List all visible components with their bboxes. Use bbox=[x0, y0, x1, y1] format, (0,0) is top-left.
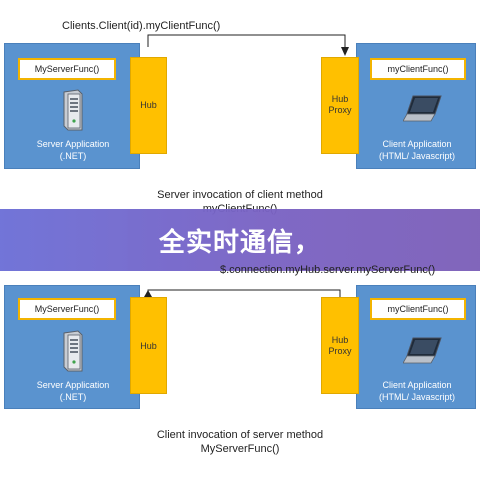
bottom-arrow bbox=[144, 289, 341, 297]
top-server-label-line1: Server Application bbox=[36, 139, 110, 149]
bottom-caption: Client invocation of server method MySer… bbox=[100, 428, 380, 456]
top-client-label: Client Application (HTML/ Javascript) bbox=[357, 138, 477, 162]
bottom-hub-bar bbox=[130, 297, 167, 394]
top-server-func-label: MyServerFunc() bbox=[34, 64, 100, 74]
top-proxy-label: Hub Proxy bbox=[321, 94, 359, 116]
bottom-proxy-label: Hub Proxy bbox=[321, 335, 359, 357]
laptop-icon bbox=[403, 95, 442, 122]
top-proxy-bar bbox=[321, 57, 359, 154]
top-hub-label: Hub bbox=[140, 100, 157, 110]
bottom-client-label: Client Application (HTML/ Javascript) bbox=[357, 379, 477, 403]
top-server-panel: MyServerFunc() Server Application (.NET) bbox=[4, 43, 140, 169]
top-client-func-label: myClientFunc() bbox=[387, 64, 449, 74]
bottom-caption-line1: Client invocation of server method bbox=[156, 429, 324, 441]
bottom-proxy-label-line2: Proxy bbox=[328, 346, 352, 356]
server-tower-icon bbox=[63, 330, 83, 372]
bottom-client-func-label: myClientFunc() bbox=[387, 304, 449, 314]
top-proxy-label-line1: Hub bbox=[331, 94, 349, 104]
bottom-caption-line2: MyServerFunc() bbox=[200, 443, 280, 455]
bottom-code-label: $.connection.myHub.server.myServerFunc() bbox=[220, 264, 436, 276]
bottom-client-func-box: myClientFunc() bbox=[370, 298, 466, 320]
bottom-server-label: Server Application (.NET) bbox=[5, 379, 141, 403]
bottom-server-label-line1: Server Application bbox=[36, 380, 110, 390]
bottom-client-panel: myClientFunc() Client Application (HTML/… bbox=[356, 285, 476, 409]
banner-title: 全实时通信， bbox=[158, 227, 321, 258]
title-banner: 全实时通信， bbox=[0, 209, 480, 271]
top-hub-bar bbox=[130, 57, 167, 154]
top-client-label-line2: (HTML/ Javascript) bbox=[378, 151, 455, 161]
top-server-func-box: MyServerFunc() bbox=[18, 58, 116, 80]
top-client-func-box: myClientFunc() bbox=[370, 58, 466, 80]
bottom-server-label-line2: (.NET) bbox=[59, 392, 87, 402]
bottom-hub-label: Hub bbox=[140, 341, 157, 351]
top-server-label: Server Application (.NET) bbox=[5, 138, 141, 162]
bottom-client-label-line1: Client Application bbox=[382, 380, 452, 390]
bottom-server-func-box: MyServerFunc() bbox=[18, 298, 116, 320]
bottom-server-func-label: MyServerFunc() bbox=[34, 304, 100, 314]
top-proxy-label-line2: Proxy bbox=[328, 105, 352, 115]
bottom-client-label-line2: (HTML/ Javascript) bbox=[378, 392, 455, 402]
top-caption-line1: Server invocation of client method bbox=[157, 189, 323, 201]
top-arrow bbox=[147, 34, 349, 56]
top-client-panel: myClientFunc() Client Application (HTML/… bbox=[356, 43, 476, 169]
bottom-server-panel: MyServerFunc() Server Application (.NET) bbox=[4, 285, 140, 409]
server-tower-icon bbox=[63, 89, 83, 131]
laptop-icon bbox=[403, 337, 442, 364]
bottom-proxy-bar bbox=[321, 297, 359, 394]
top-server-label-line2: (.NET) bbox=[59, 151, 87, 161]
top-client-label-line1: Client Application bbox=[382, 139, 452, 149]
bottom-proxy-label-line1: Hub bbox=[331, 335, 349, 345]
top-code-label: Clients.Client(id).myClientFunc() bbox=[62, 20, 221, 32]
